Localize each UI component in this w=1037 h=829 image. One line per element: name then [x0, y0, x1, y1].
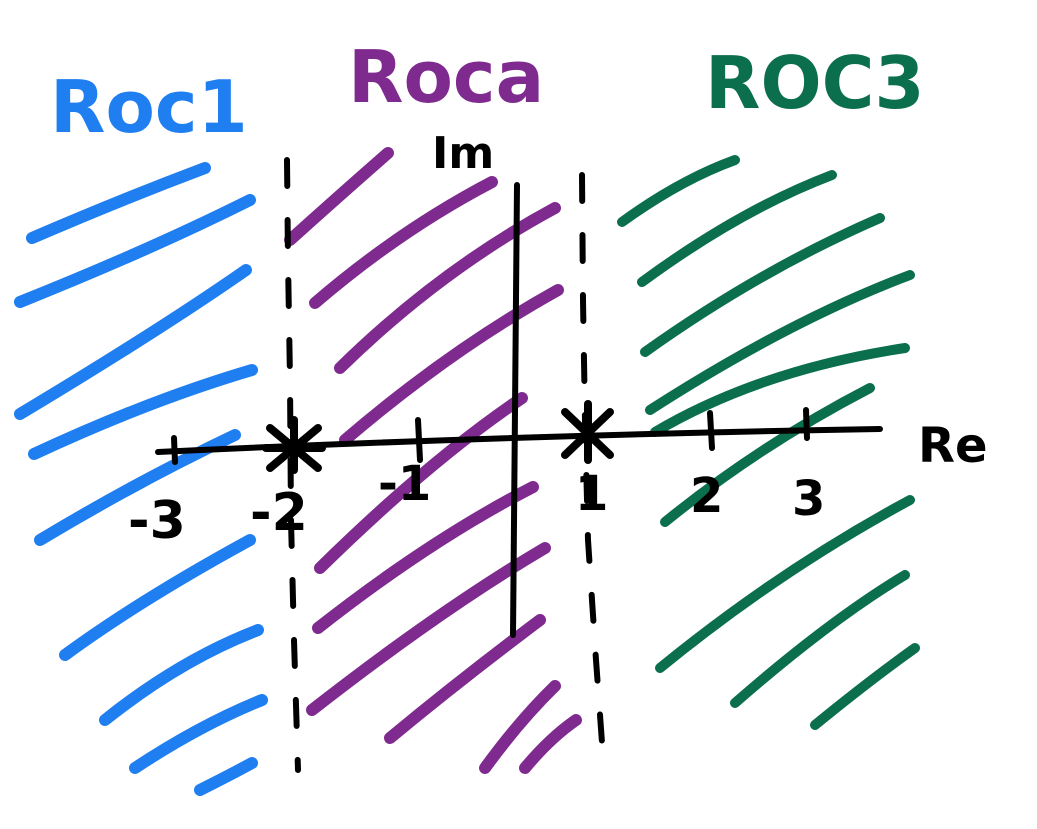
imaginary-axis	[510, 182, 520, 638]
roc3-hatch-line	[655, 495, 915, 673]
tick-mark	[707, 410, 715, 451]
tick-label-1: 1	[575, 466, 608, 522]
roc1-hatch-line	[194, 757, 258, 796]
roc3-hatch-line	[810, 643, 920, 730]
axes	[155, 182, 883, 638]
imag-axis-label: Im	[432, 128, 494, 179]
tick-label-neg2: -2	[250, 483, 308, 543]
roc2-hatch-line	[284, 147, 394, 246]
roc3-hatch-line	[660, 383, 875, 527]
real-axis	[155, 426, 883, 455]
roc3-hatch-line	[640, 213, 885, 357]
roc2-hatch-line	[314, 392, 528, 574]
roc2-label: Roca	[348, 35, 544, 119]
pole-marker-1	[561, 400, 614, 464]
tick-label-2: 2	[690, 468, 723, 524]
roc1-hatch-line	[14, 194, 256, 308]
roc1-hatch-line	[26, 162, 211, 244]
tick-label-3: 3	[792, 471, 825, 527]
real-axis-label: Re	[918, 418, 988, 474]
tick-label-neg3: -3	[128, 491, 186, 551]
roc2-hatch-line	[339, 284, 564, 446]
roc2-hatching	[284, 147, 582, 774]
roc3-hatch-line	[645, 270, 915, 415]
roc2-hatch-line	[479, 680, 561, 774]
roc3-hatch-line	[617, 155, 740, 227]
roc3-hatch-line	[730, 570, 910, 708]
tick-mark	[803, 407, 810, 441]
roc1-label: Roc1	[50, 65, 248, 149]
roc-boundaries	[284, 157, 607, 773]
roc1-hatch-line	[99, 624, 264, 726]
tick-mark	[415, 417, 423, 463]
roc2-hatch-line	[384, 614, 546, 744]
roc1-hatch-line	[14, 264, 252, 420]
roc1-hatch-line	[129, 694, 268, 774]
tick-label-neg1: -1	[378, 456, 431, 512]
boundary-line-right	[579, 172, 607, 773]
roc2-hatch-line	[309, 176, 498, 309]
roc2-hatch-line	[306, 542, 551, 716]
tick-mark	[171, 435, 178, 465]
roc1-hatch-line	[34, 429, 241, 546]
pole-marker-neg2	[262, 416, 326, 474]
boundary-line-left	[284, 157, 301, 773]
roc3-hatching	[617, 155, 920, 730]
roc2-hatch-line	[312, 481, 539, 634]
roc1-hatch-line	[28, 364, 258, 460]
roc1-hatch-line	[59, 534, 256, 661]
roc2-hatch-line	[519, 714, 582, 774]
roc3-hatch-line	[637, 170, 837, 287]
roc3-label: ROC3	[705, 41, 925, 125]
roc1-hatching	[14, 162, 268, 796]
roc2-hatch-line	[334, 202, 561, 374]
roc3-hatch-line	[650, 343, 910, 437]
